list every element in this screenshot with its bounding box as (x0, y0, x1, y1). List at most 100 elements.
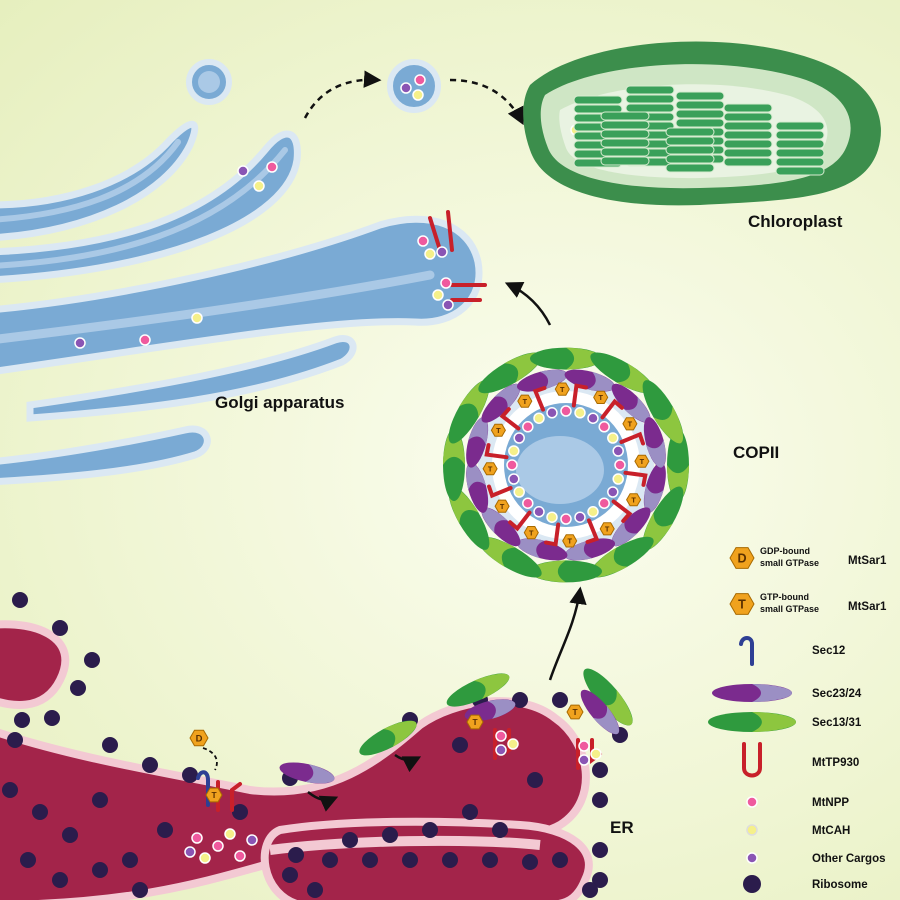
sar1-gtp-icon: T (554, 382, 570, 396)
legend-item-mtcah: MtCAH (746, 824, 850, 837)
ribosome (92, 862, 108, 878)
svg-text:T: T (572, 707, 578, 717)
cargo-mtnpp (191, 832, 203, 844)
cargo-mtcah (574, 407, 586, 419)
golgi-apparatus: Golgi apparatus (0, 120, 487, 485)
thylakoid-disc (573, 104, 623, 114)
sec13-31-complex (530, 560, 602, 583)
svg-text:T: T (496, 426, 501, 435)
cargo-mtnpp (414, 74, 426, 86)
sec23-24-complex (564, 369, 616, 392)
copii-label: COPII (733, 443, 779, 462)
cargo-mtnpp (522, 421, 534, 433)
cargo-other (513, 432, 525, 444)
mttp930-protein (499, 407, 521, 431)
cargo-mtnpp (212, 840, 224, 852)
sec23-24-complex (564, 538, 616, 561)
sar1-gtp-icon: T (517, 394, 533, 408)
cargo-mtnpp (614, 459, 626, 471)
ribosome (582, 882, 598, 898)
cargo-mtnpp (266, 161, 278, 173)
cargo-other (436, 246, 448, 258)
cargo-other (495, 744, 507, 756)
ribosome (402, 852, 418, 868)
legend-desc-line2: small GTPase (760, 604, 819, 614)
thylakoid-disc (665, 127, 715, 137)
cargo-mtcah (587, 506, 599, 518)
svg-text:T: T (738, 598, 746, 612)
cargo-other (74, 337, 86, 349)
legend-label: MtSar1 (848, 601, 887, 613)
mttp930-protein (619, 431, 645, 446)
legend-item-sec1331: Sec13/31 (708, 712, 862, 732)
ribosome (342, 832, 358, 848)
cargo-mtcah (508, 445, 520, 457)
sec23-24-complex (611, 507, 651, 547)
cargo-mtcah (513, 486, 525, 498)
thylakoid-disc (675, 118, 725, 128)
sec13-31-complex (583, 668, 633, 726)
ribosome (232, 804, 248, 820)
sec23-24-icon (712, 684, 792, 702)
svg-text:D: D (737, 552, 746, 566)
transport-vesicles (186, 59, 524, 126)
ribosome (52, 872, 68, 888)
cargo-other (400, 82, 412, 94)
ribosome (382, 827, 398, 843)
thylakoid-disc (625, 94, 675, 104)
legend-label: MtCAH (812, 825, 850, 837)
legend-item-mtnpp: MtNPP (746, 796, 849, 809)
cargo-mtcah (507, 738, 519, 750)
ribosome (288, 847, 304, 863)
ribosome (44, 710, 60, 726)
thylakoid-disc (723, 130, 773, 140)
mtcah-icon (746, 824, 758, 836)
cargo-other (442, 299, 454, 311)
sar1-gtp-icon: T (566, 704, 584, 720)
cargo-mtnpp (598, 497, 610, 509)
cargo-mtcah (253, 180, 265, 192)
ribosome (322, 852, 338, 868)
cargo-mtcah (412, 89, 424, 101)
ribosome (7, 732, 23, 748)
cargo-mtcah (546, 511, 558, 523)
cargo-mtcah (612, 473, 624, 485)
thylakoid-disc (723, 103, 773, 113)
sar1-gtp-icon: T (622, 417, 638, 431)
cargo-other (246, 834, 258, 846)
sar1-gtp-icon: T (593, 390, 609, 404)
cargo-mtnpp (234, 850, 246, 862)
svg-text:T: T (211, 790, 217, 800)
svg-text:D: D (196, 733, 203, 744)
legend-label: MtTP930 (812, 757, 859, 769)
svg-text:T: T (560, 385, 565, 394)
ribosome (52, 620, 68, 636)
mttp930-protein (585, 518, 600, 544)
receptor-mttp930 (417, 210, 454, 260)
cargo-mtnpp (560, 513, 572, 525)
ribosome (142, 757, 158, 773)
sec23-24-complex (466, 417, 489, 468)
sec23-24-complex (643, 417, 666, 468)
sec23-24-complex (466, 462, 489, 513)
dashed-arrow-vesicle-to-chloroplast (449, 78, 524, 126)
thylakoid-disc (775, 130, 825, 140)
ribosome (592, 872, 608, 888)
sar1-gdp-icon: D (189, 729, 209, 747)
cargo-mtcah (199, 852, 211, 864)
sar1-gtp-icon: T (634, 454, 650, 468)
chloroplast: Chloroplast (523, 41, 881, 231)
svg-text:T: T (529, 528, 534, 537)
ribosome (282, 867, 298, 883)
cargo-mtnpp (578, 740, 590, 752)
sar1-gtp-icon: T (562, 534, 578, 548)
ribosome (62, 827, 78, 843)
golgi-cisterna (0, 215, 483, 375)
arrow-sec13-to-er (394, 753, 422, 773)
mttp930-protein (600, 398, 624, 420)
legend-desc-line1: GDP-bound (760, 546, 810, 556)
legend-label: MtSar1 (848, 555, 887, 567)
